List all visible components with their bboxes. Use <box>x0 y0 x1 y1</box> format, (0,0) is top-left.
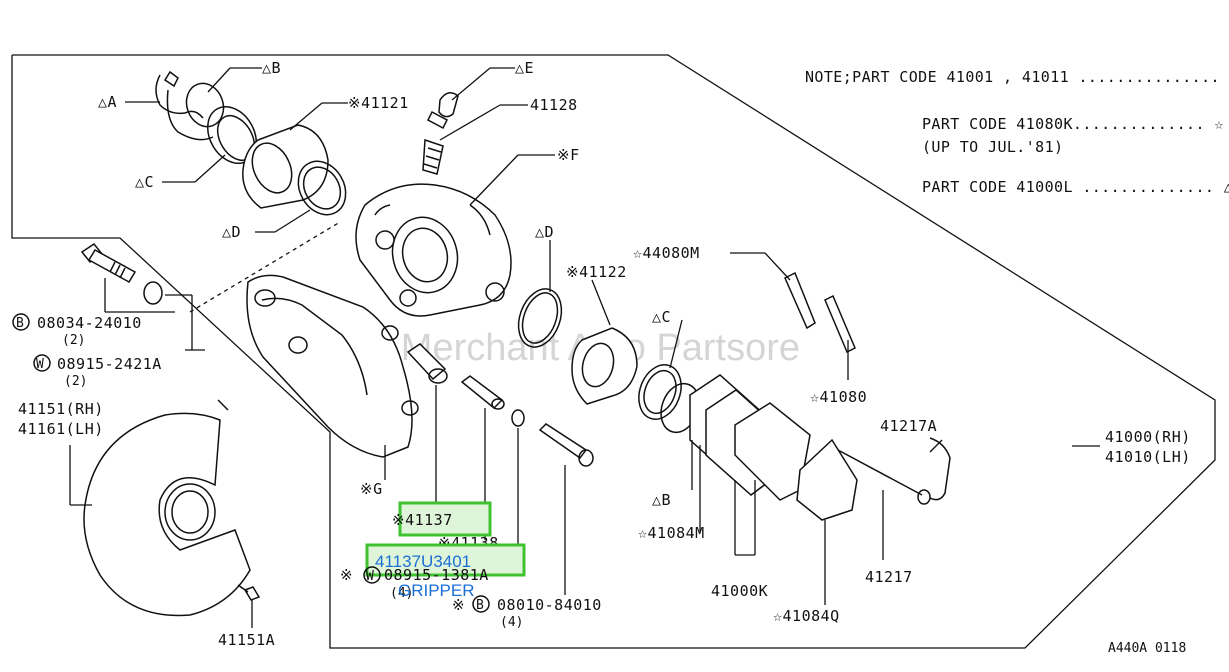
label-41121: ※41121 <box>348 94 409 112</box>
label-08010-qty: (4) <box>500 615 523 630</box>
bolt-symbol-2 <box>472 595 490 613</box>
label-44080m: ☆44080M <box>633 244 700 262</box>
caliper-body <box>355 183 512 317</box>
label-41151: 41151(RH) <box>18 400 104 418</box>
label-41000: 41000(RH) <box>1105 428 1191 446</box>
label-08010: 08010-84010 <box>497 596 602 614</box>
label-41217a: 41217A <box>880 417 937 435</box>
label-08915-qty: (2) <box>64 374 87 389</box>
label-41000k: 41000K <box>711 582 768 600</box>
label-41010: 41010(LH) <box>1105 448 1191 466</box>
overlay-part-number: 41137U3401 <box>375 552 471 571</box>
label-41128: 41128 <box>530 96 578 114</box>
highlight-41137[interactable] <box>398 501 492 537</box>
label-41122: ※41122 <box>566 263 627 281</box>
label-star-f: ※F <box>557 146 580 164</box>
guide-bolt <box>80 242 163 305</box>
label-tri-e: △E <box>515 59 534 77</box>
note-line-2: PART CODE 41080K.............. ☆ <box>922 115 1224 133</box>
brake-pads <box>689 271 951 521</box>
label-circle-b: B <box>16 316 24 331</box>
highlight-part-number[interactable] <box>365 543 526 577</box>
bolt-symbol <box>12 313 30 331</box>
label-tri-d-mid: △D <box>535 223 554 241</box>
leader-lines <box>69 67 1100 628</box>
piston-seals-right <box>517 288 700 434</box>
label-star-w: ※ <box>340 566 353 584</box>
label-tri-c-top: △C <box>135 173 154 191</box>
torque-member <box>246 274 419 458</box>
figure-code: A440A 0118 <box>1108 641 1186 656</box>
label-circle-b2: B <box>476 598 484 613</box>
dust-seal-parts <box>155 70 347 216</box>
washer-symbol-2 <box>363 566 381 584</box>
label-08034-qty: (2) <box>62 333 85 348</box>
label-08915b-qty: (4) <box>390 586 413 601</box>
label-41137: ※41137 <box>392 511 453 529</box>
label-41161: 41161(LH) <box>18 420 104 438</box>
washer-symbol <box>33 354 51 372</box>
label-41217: 41217 <box>865 568 913 586</box>
note-line-3: (UP TO JUL.'81) <box>922 138 1063 156</box>
label-41151a: 41151A <box>218 631 275 649</box>
disc-shield <box>83 399 261 617</box>
label-tri-b: △B <box>262 59 281 77</box>
overlay-part-name: GRIPPER <box>398 581 475 600</box>
label-08915b: 08915-1381A <box>384 566 489 584</box>
bleeder-screw <box>422 92 459 175</box>
note-line-1: NOTE;PART CODE 41001 , 41011 ...........… <box>805 68 1229 86</box>
label-star-g: ※G <box>360 480 383 498</box>
label-tri-c-mid: △C <box>652 308 671 326</box>
label-tri-d-top: △D <box>222 223 241 241</box>
pin-boot-gripper <box>406 343 594 467</box>
label-circle-w: W <box>36 357 44 372</box>
label-41084m: ☆41084M <box>638 524 705 542</box>
label-08034: 08034-24010 <box>37 314 142 332</box>
label-41084q: ☆41084Q <box>773 607 840 625</box>
label-star-b: ※ <box>452 596 465 614</box>
group-boundary <box>11 54 1216 649</box>
label-circle-w2: W <box>366 569 374 584</box>
label-08915: 08915-2421A <box>57 355 162 373</box>
label-41080: ☆41080 <box>810 388 867 406</box>
label-tri-b-low: △B <box>652 491 671 509</box>
label-tri-a: △A <box>98 93 117 111</box>
note-line-4: PART CODE 41000L .............. △ <box>922 178 1229 196</box>
